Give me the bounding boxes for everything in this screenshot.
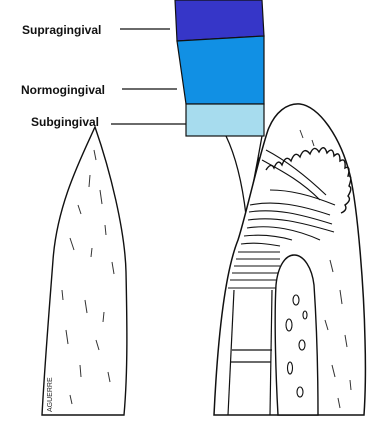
artist-signature: AGUERRE xyxy=(47,377,54,412)
label-supragingival: Supragingival xyxy=(22,23,170,37)
normogingival-zone xyxy=(177,36,264,104)
label-supragingival-text: Supragingival xyxy=(22,23,101,37)
left-papilla-outline xyxy=(42,127,127,415)
label-subgingival: Subgingival xyxy=(31,115,187,129)
label-normogingival-text: Normogingival xyxy=(21,83,105,97)
root-outline-left xyxy=(226,136,246,215)
label-normogingival: Normogingival xyxy=(21,83,177,97)
right-gingiva xyxy=(214,104,365,415)
supragingival-zone xyxy=(175,0,264,41)
tooth-crown xyxy=(175,0,264,136)
left-papilla: AGUERRE xyxy=(42,127,127,415)
subgingival-zone xyxy=(186,104,264,136)
label-subgingival-text: Subgingival xyxy=(31,115,99,129)
